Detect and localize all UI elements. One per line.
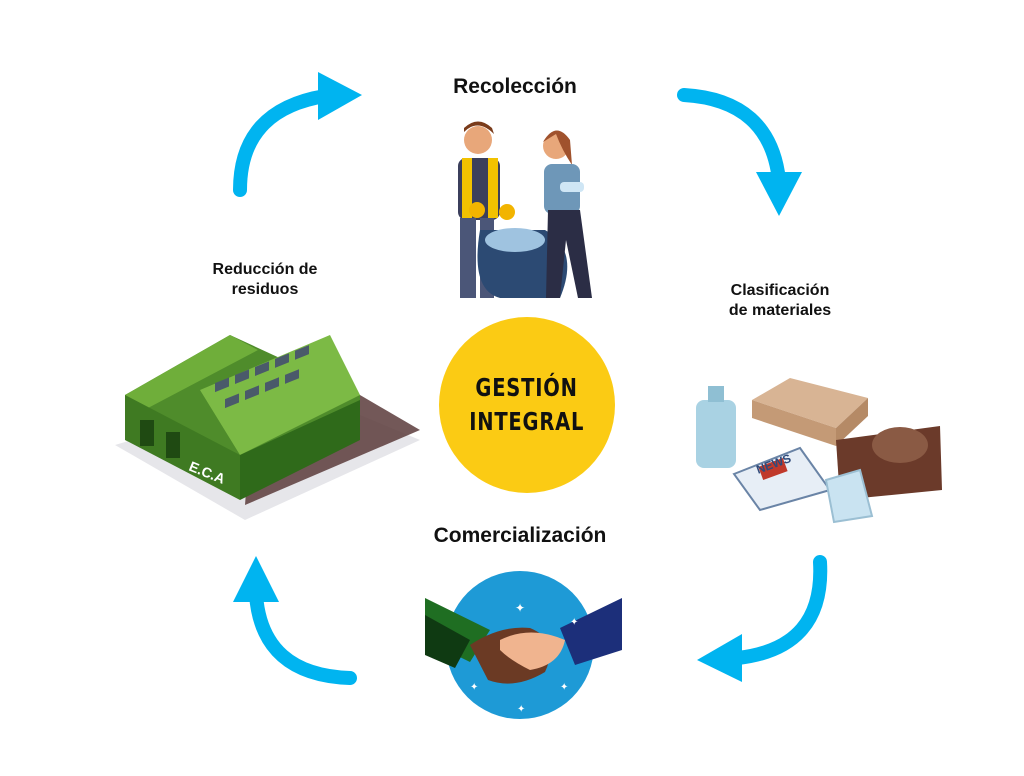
center-title-line1: GESTIÓN (475, 373, 579, 403)
stage-label-clasificacion: Clasificación de materiales (700, 281, 860, 321)
svg-text:✦: ✦ (560, 682, 568, 693)
warehouse-eca-illustration: E.C.A (115, 335, 420, 520)
svg-text:✦: ✦ (517, 704, 525, 715)
arrow-left-to-top (233, 89, 332, 197)
arrowhead-up-icon (233, 556, 279, 602)
recycling-workers-illustration (458, 121, 592, 298)
stage-label-comercializacion: Comercialización (433, 524, 607, 547)
handshake-illustration: ✦ ✦ ✦ ✦ ✦ (425, 571, 622, 719)
arrow-bottom-to-left (249, 588, 357, 685)
center-title-line2: INTEGRAL (469, 407, 585, 436)
svg-text:✦: ✦ (570, 617, 578, 628)
stage-label-reduccion: Reducción de residuos (190, 260, 340, 300)
stage-label-clasificacion-line1: Clasificación (730, 282, 830, 299)
stage-label-reduccion-line2: residuos (231, 281, 299, 298)
arrowhead-down-icon (756, 172, 802, 216)
arrow-right-to-bottom (731, 555, 828, 665)
central-hub-circle: GESTIÓN INTEGRAL (439, 317, 615, 493)
stage-label-recoleccion: Recolección (453, 75, 577, 98)
svg-text:✦: ✦ (515, 601, 525, 615)
arrowhead-left-icon (697, 634, 742, 682)
arrow-top-to-right (677, 88, 786, 187)
stage-label-clasificacion-line2: de materiales (728, 302, 832, 319)
stage-label-reduccion-line1: Reducción de (212, 261, 318, 278)
recyclable-materials-illustration: NEWS (696, 378, 942, 524)
svg-text:✦: ✦ (470, 682, 478, 693)
arrowhead-right-icon (318, 72, 362, 120)
